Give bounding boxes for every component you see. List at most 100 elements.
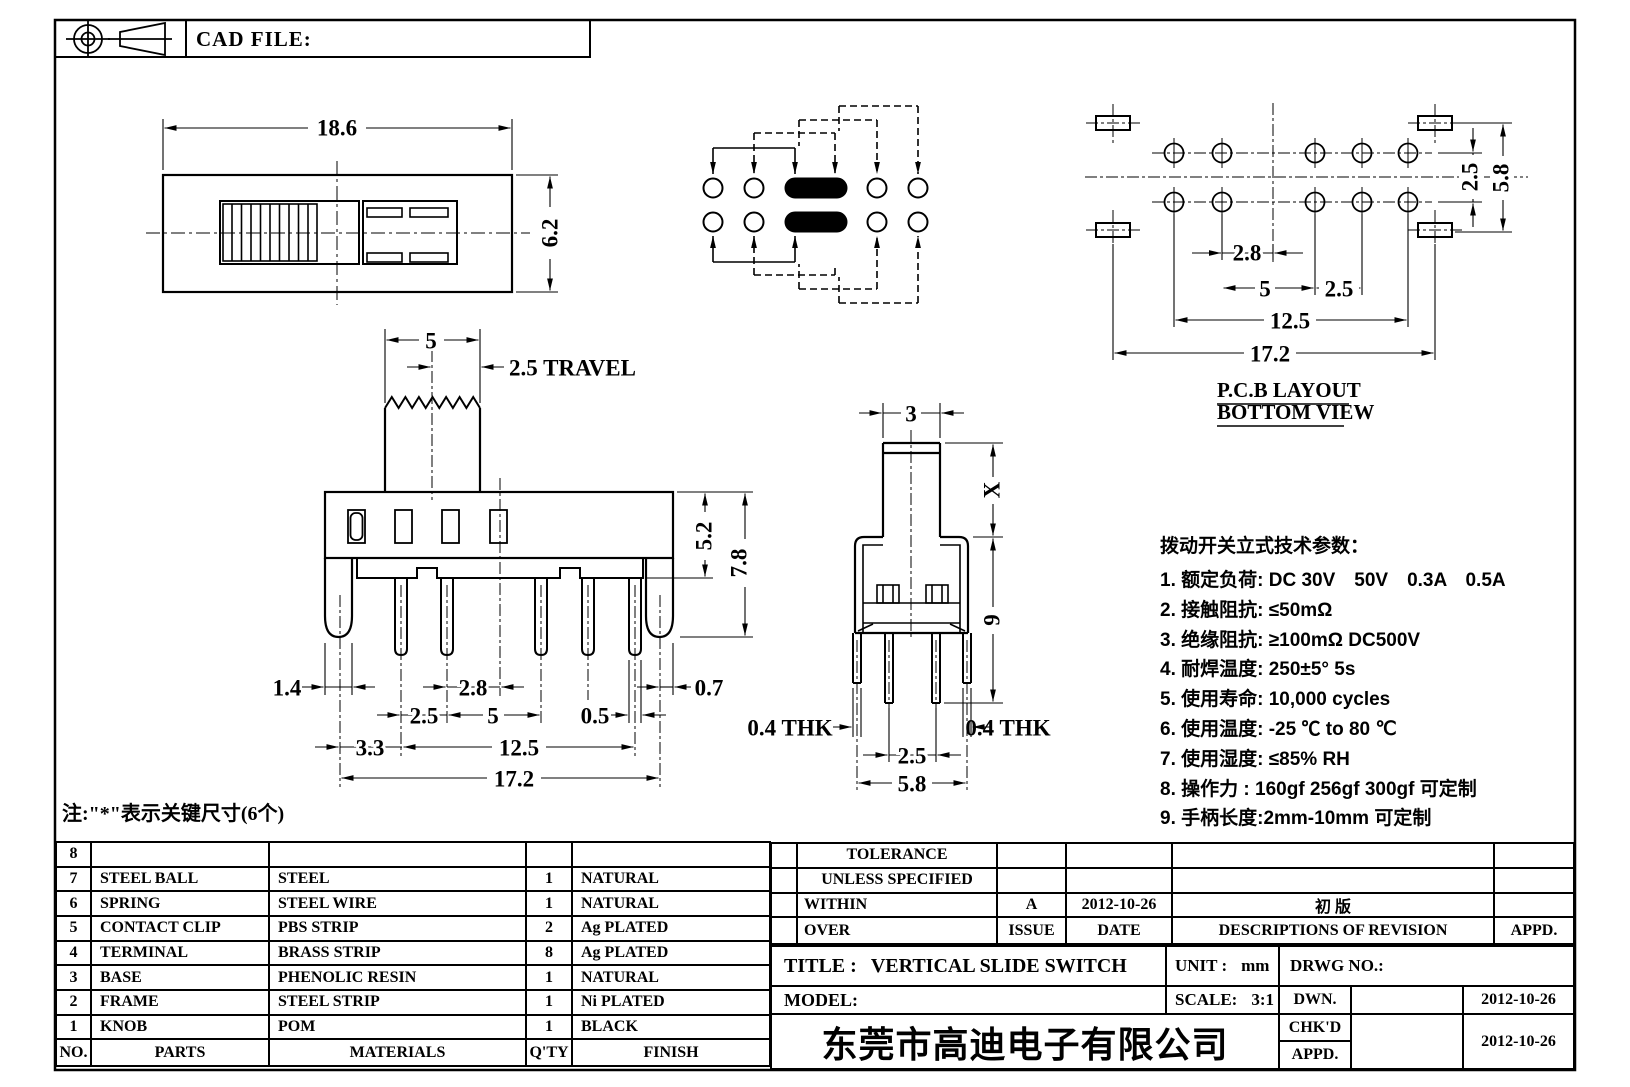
- within-label: WITHIN: [798, 893, 998, 919]
- empty-cell: [1495, 869, 1573, 894]
- dim-label: 17.2: [1250, 342, 1290, 367]
- sheet-border: [53, 18, 1577, 1072]
- spec-item: 3. 绝缘阻抗: ≥100mΩ DC500V: [1160, 629, 1421, 651]
- revision-date: 2012-10-26: [1067, 893, 1173, 919]
- dim-label: 17.2: [494, 767, 534, 792]
- appd-label: APPD.: [1280, 1042, 1352, 1068]
- table-cell: Ni PLATED: [573, 991, 769, 1016]
- table-cell: STEEL WIRE: [270, 892, 527, 917]
- key-dimension-note: 注:"*"表示关键尺寸(6个): [62, 803, 285, 825]
- issue-value: A: [998, 893, 1067, 919]
- table-header-no: NO.: [57, 1040, 92, 1065]
- dim-label: 9: [980, 614, 1005, 626]
- table-cell: 1: [527, 1015, 573, 1041]
- table-cell: NATURAL: [573, 966, 769, 991]
- spacer-cell: [772, 893, 798, 919]
- chkd-signature-cell: [1352, 1015, 1464, 1068]
- scale-label: SCALE:: [1175, 990, 1238, 1009]
- dim-bg: [538, 207, 561, 259]
- table-cell: 2: [57, 990, 92, 1016]
- table-cell: 4: [57, 941, 92, 967]
- table-cell: POM: [270, 1015, 527, 1041]
- pcb-caption-line2: BOTTOM VIEW: [1217, 400, 1374, 424]
- front-view-drawing: [302, 329, 753, 787]
- empty-cell: [1067, 844, 1173, 869]
- spacer-cell: [772, 868, 798, 894]
- table-cell: Ag PLATED: [573, 942, 769, 967]
- spec-item: 7. 使用湿度: ≤85% RH: [1160, 748, 1350, 770]
- model-cell: MODEL:: [772, 987, 1167, 1015]
- dim-label: 0.4 THK: [747, 716, 832, 741]
- table-header-parts: PARTS: [92, 1040, 270, 1065]
- revision-description: 初 版: [1173, 893, 1495, 919]
- table-cell: [270, 843, 527, 868]
- dim-label: 6.2: [538, 219, 563, 248]
- dim-label: 5: [1259, 277, 1271, 302]
- empty-cell: [1173, 868, 1495, 894]
- tolerance-label: TOLERANCE: [798, 844, 998, 869]
- table-cell: [573, 843, 769, 868]
- table-cell: 5: [57, 916, 92, 942]
- table-cell: STEEL: [270, 867, 527, 893]
- spec-item: 5. 使用寿命: 10,000 cycles: [1160, 689, 1391, 711]
- table-cell: BASE: [92, 966, 270, 991]
- slider-contact-top: [784, 177, 848, 199]
- table-cell: KNOB: [92, 1015, 270, 1041]
- empty-cell: [998, 844, 1067, 869]
- over-label: OVER: [798, 918, 998, 943]
- table-header-qty: Q'TY: [527, 1040, 573, 1065]
- descriptions-header: DESCRIPTIONS OF REVISION: [1173, 918, 1495, 943]
- revision-block: TOLERANCE UNLESS SPECIFIED WITHIN A 2012…: [770, 842, 1575, 945]
- dim-label: 5.2: [692, 522, 717, 551]
- cone-symbol-icon: [108, 21, 172, 57]
- table-cell: Ag PLATED: [573, 917, 769, 942]
- table-cell: BRASS STRIP: [270, 941, 527, 967]
- table-cell: NATURAL: [573, 868, 769, 893]
- dim-label: 2.5: [410, 704, 439, 729]
- table-cell: STEEL BALL: [92, 867, 270, 893]
- scale-cell: SCALE: 3:1: [1167, 987, 1280, 1015]
- dim-label: 0.7: [695, 676, 724, 701]
- dim-label: X: [980, 481, 1005, 498]
- table-cell: [92, 843, 270, 868]
- table-cell: 6: [57, 892, 92, 917]
- dim-label: 12.5: [499, 736, 539, 761]
- dim-label: 2.5: [1458, 163, 1483, 192]
- table-cell: 7: [57, 867, 92, 893]
- table-cell: TERMINAL: [92, 941, 270, 967]
- dwn-date: 2012-10-26: [1464, 987, 1573, 1015]
- pcb-layout-drawing: [1085, 103, 1528, 360]
- table-cell: 1: [527, 892, 573, 917]
- parts-table: 8 7 STEEL BALL STEEL 1 NATURAL 6 SPRING …: [55, 841, 771, 1067]
- dim-label: 0.4 THK: [965, 716, 1050, 741]
- drawing-title: TITLE : VERTICAL SLIDE SWITCH: [772, 947, 1167, 987]
- table-cell: PBS STRIP: [270, 916, 527, 942]
- appd-header: APPD.: [1510, 921, 1558, 939]
- table-cell: [527, 843, 573, 868]
- dim-label: 0.5: [581, 704, 610, 729]
- dim-label: 7.8: [727, 549, 752, 578]
- table-cell: 1: [527, 990, 573, 1016]
- dwn-label: DWN.: [1280, 987, 1352, 1015]
- table-cell: 8: [57, 843, 92, 868]
- table-header-materials: MATERIALS: [270, 1040, 527, 1065]
- scale-value: 3:1: [1251, 990, 1275, 1009]
- projection-symbol-icon: [66, 21, 110, 57]
- company-name: 东莞市高迪电子有限公司: [772, 1015, 1280, 1068]
- title-label: TITLE :: [784, 954, 857, 977]
- table-cell: 1: [527, 966, 573, 991]
- spec-item: 6. 使用温度: -25 ℃ to 80 ℃: [1160, 718, 1397, 740]
- dim-label: 2.5: [1325, 277, 1354, 302]
- dim-label: 5.8: [1489, 164, 1514, 193]
- specs-title: 拨动开关立式技术参数：: [1160, 536, 1370, 557]
- drwg-no-cell: DRWG NO.:: [1280, 947, 1573, 987]
- empty-cell: [998, 868, 1067, 894]
- dim-label: 1.4: [273, 676, 302, 701]
- dim-label: 12.5: [1270, 309, 1310, 334]
- table-cell: SPRING: [92, 892, 270, 917]
- dim-label: 5: [487, 704, 499, 729]
- table-header-finish: FINISH: [643, 1043, 699, 1061]
- dim-label: 2.8: [459, 676, 488, 701]
